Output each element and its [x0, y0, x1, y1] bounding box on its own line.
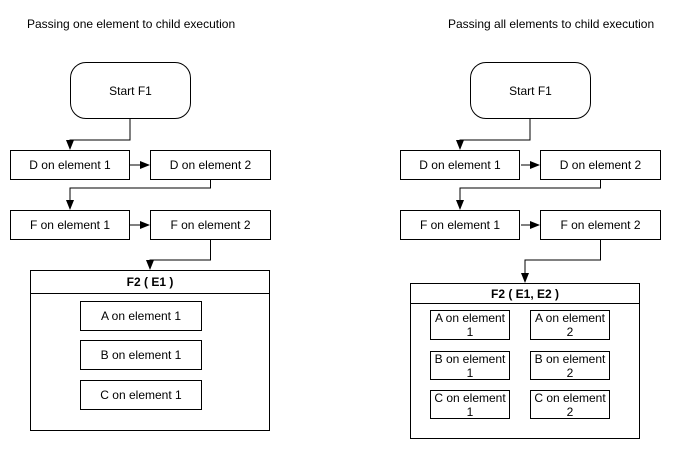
edge-left-start-to-d1 [66, 119, 131, 150]
edge-right-f2-to-container [521, 240, 601, 283]
right-diagram-title: Passing all elements to child execution [448, 17, 655, 31]
left-d-on-element-1-node: D on element 1 [10, 150, 130, 180]
left-f-on-element-1-node: F on element 1 [10, 210, 130, 240]
right-step-b2: B on element 2 [530, 351, 610, 380]
left-f-on-element-2-node: F on element 2 [150, 210, 271, 240]
left-diagram-title: Passing one element to child execution [27, 17, 236, 31]
left-f2-container: F2 ( E1 ) A on element 1 B on element 1 … [30, 270, 270, 431]
edge-right-d2-to-f1 [456, 180, 601, 210]
edge-left-d2-to-f1 [66, 180, 211, 210]
right-start-node: Start F1 [470, 62, 591, 119]
right-step-a1: A on element 1 [430, 310, 510, 340]
right-step-c2: C on element 2 [530, 390, 610, 419]
edge-right-start-to-d1 [456, 119, 531, 150]
left-d-on-element-2-node: D on element 2 [150, 150, 271, 180]
right-f2-container-title: F2 ( E1, E2 ) [411, 284, 639, 304]
right-step-b1: B on element 1 [430, 351, 510, 380]
left-step-c: C on element 1 [80, 380, 202, 410]
right-f-on-element-2-node: F on element 2 [540, 210, 661, 240]
left-step-a: A on element 1 [80, 301, 202, 331]
left-f2-container-title: F2 ( E1 ) [31, 271, 269, 294]
right-d-on-element-1-node: D on element 1 [400, 150, 520, 180]
edge-left-f2-to-container [146, 240, 211, 270]
right-f2-container: F2 ( E1, E2 ) A on element 1 A on elemen… [410, 283, 640, 439]
left-step-b: B on element 1 [80, 340, 202, 370]
right-step-a2: A on element 2 [530, 310, 610, 340]
right-d-on-element-2-node: D on element 2 [540, 150, 661, 180]
right-f-on-element-1-node: F on element 1 [400, 210, 520, 240]
right-step-c1: C on element 1 [430, 390, 510, 419]
left-start-node: Start F1 [70, 62, 191, 119]
